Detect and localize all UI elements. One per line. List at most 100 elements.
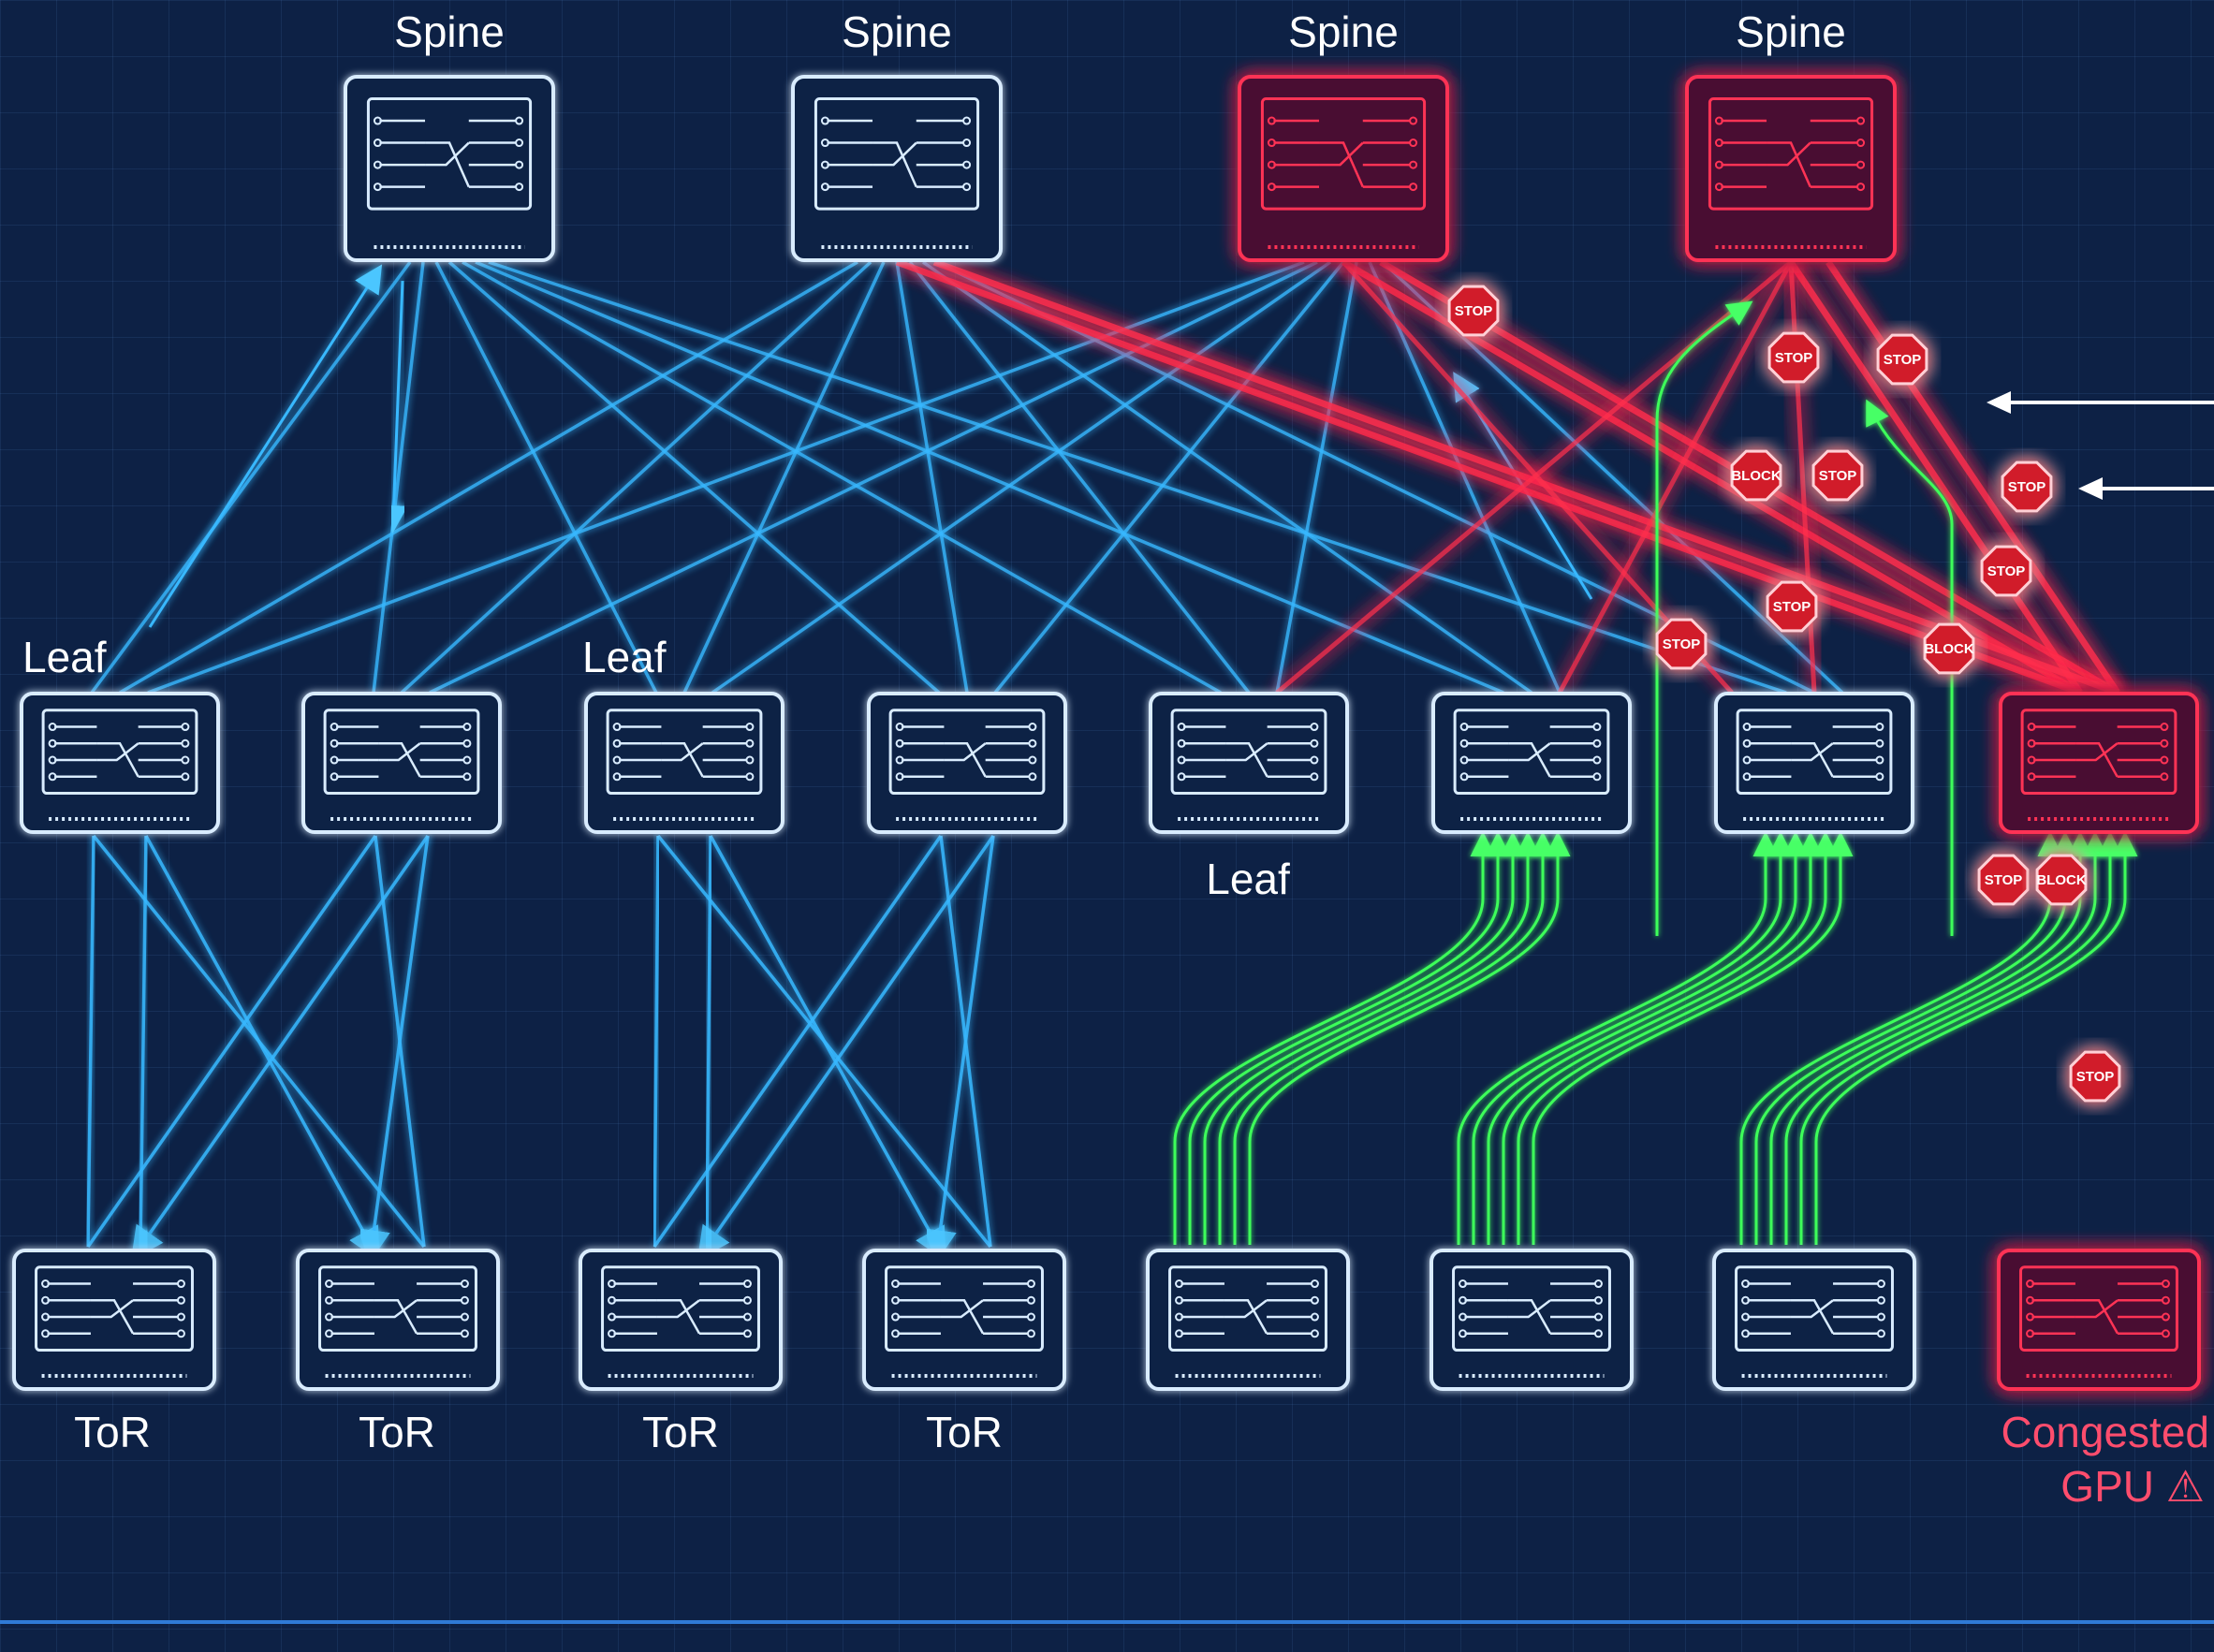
leaf-switch[interactable] [1149, 692, 1349, 834]
flow-arrow [148, 264, 383, 628]
spine-leaf-link [447, 260, 941, 694]
spine-leaf-link [429, 260, 1318, 694]
arrow-left-icon [2078, 477, 2214, 500]
spine-leaf-link [462, 260, 1222, 694]
spine-leaf-link [711, 260, 1332, 694]
stop-sign-icon: STOP [1811, 449, 1864, 502]
spine-label-1: Spine [394, 7, 505, 56]
switch-icon [35, 1265, 194, 1378]
tor-switch[interactable] [12, 1249, 216, 1391]
leaf-switch[interactable] [867, 692, 1067, 834]
congested-link [932, 258, 2119, 696]
gpu-flow [1754, 831, 2078, 1245]
tor-switch[interactable] [1997, 1249, 2201, 1391]
gpu-flow [1233, 831, 1556, 1245]
stop-sign-icon: STOP [1980, 545, 2032, 597]
switch-icon [318, 1265, 477, 1378]
gpu-flow [1739, 831, 2063, 1245]
switch-frame [1999, 692, 2199, 834]
congested-links [895, 258, 2120, 1247]
leaf-switch[interactable] [1999, 692, 2199, 834]
congested-label: Congested [2001, 1408, 2210, 1456]
spine-switch[interactable] [344, 75, 555, 262]
switch-frame [20, 692, 220, 834]
spine-switch[interactable] [791, 75, 1003, 262]
leaf-label-1: Leaf [22, 633, 107, 681]
leaf-switch[interactable] [1714, 692, 1914, 834]
spine-leaf-link [895, 261, 969, 694]
spine-leaf-link [119, 260, 858, 694]
stop-sign-label: STOP [1775, 350, 1813, 366]
leaf-switch[interactable] [20, 692, 220, 834]
gpu-flow [1188, 831, 1511, 1245]
tor-label-1: ToR [74, 1408, 151, 1456]
leaf-tor-link [86, 835, 95, 1248]
tor-label-3: ToR [642, 1408, 719, 1456]
switch-frame [1714, 692, 1914, 834]
leaf-switch[interactable] [301, 692, 502, 834]
flow-arrow [379, 280, 408, 534]
leaf-tor-link [144, 835, 380, 1262]
switch-icon [2019, 1265, 2178, 1378]
spine-leaf-link [475, 260, 1504, 694]
switch-icon [1736, 709, 1893, 821]
gpu-flow [1502, 831, 1824, 1245]
gpu-flows [1156, 300, 2138, 1652]
arrow-left-icon [1987, 391, 2214, 414]
tor-switch[interactable] [1146, 1249, 1350, 1391]
switch-frame [791, 75, 1003, 262]
switch-icon [2020, 709, 2177, 821]
spine-leaf-link [147, 260, 1305, 694]
switch-frame [1430, 1249, 1634, 1391]
switch-frame [301, 692, 502, 834]
spine-label-2: Spine [842, 7, 952, 56]
spine-leaf-link [921, 260, 1533, 694]
spine-switch[interactable] [1685, 75, 1897, 262]
leaf-tor-link [86, 834, 377, 1249]
stop-sign-icon: STOP [1766, 580, 1818, 633]
stop-sign-label: STOP [1773, 599, 1811, 615]
leaf-tor-link [923, 835, 995, 1264]
spine-label-4: Spine [1736, 7, 1846, 56]
tor-label-4: ToR [926, 1408, 1003, 1456]
tor-switch[interactable] [1430, 1249, 1634, 1391]
switch-icon [1453, 709, 1610, 821]
tor-switch[interactable] [579, 1249, 783, 1391]
tor-label-2: ToR [359, 1408, 435, 1456]
gpu-flow [1248, 831, 1571, 1245]
switch-icon [1708, 97, 1874, 249]
spine-label-3: Spine [1288, 7, 1399, 56]
congested-link [1557, 260, 1794, 694]
gpu-flow [1814, 831, 2138, 1245]
stop-sign-icon: BLOCK [1730, 449, 1782, 502]
switch-frame [1149, 692, 1349, 834]
congested-link [1788, 260, 2083, 694]
gpu-flow [1218, 831, 1541, 1245]
switch-frame [579, 1249, 783, 1391]
spine-leaf-link [90, 260, 412, 694]
switch-icon [885, 1265, 1044, 1378]
gpu-flow [1769, 831, 2093, 1245]
leaf-tor-link [690, 835, 724, 1264]
tor-switch[interactable] [296, 1249, 500, 1391]
stop-sign-icon: STOP [1447, 285, 1500, 337]
spine-leaf-link [682, 261, 886, 694]
stop-sign-icon: BLOCK [1923, 622, 1975, 675]
spine-switch[interactable] [1238, 75, 1449, 262]
leaf-label-2: Leaf [582, 633, 667, 681]
leaf-tor-link [696, 834, 995, 1261]
stop-sign-label: BLOCK [1731, 468, 1781, 484]
gpu-flow [1799, 831, 2123, 1245]
leaf-switch[interactable] [1431, 692, 1632, 834]
leaf-switch[interactable] [584, 692, 784, 834]
switch-frame [12, 1249, 216, 1391]
stop-sign-label: BLOCK [2036, 872, 2086, 888]
switch-frame [584, 692, 784, 834]
tor-switch[interactable] [862, 1249, 1066, 1391]
gpu-flow [1655, 300, 1753, 936]
switch-icon [366, 97, 533, 249]
stop-sign-label: BLOCK [1924, 641, 1973, 657]
switch-icon [888, 709, 1046, 821]
tor-switch[interactable] [1712, 1249, 1916, 1391]
